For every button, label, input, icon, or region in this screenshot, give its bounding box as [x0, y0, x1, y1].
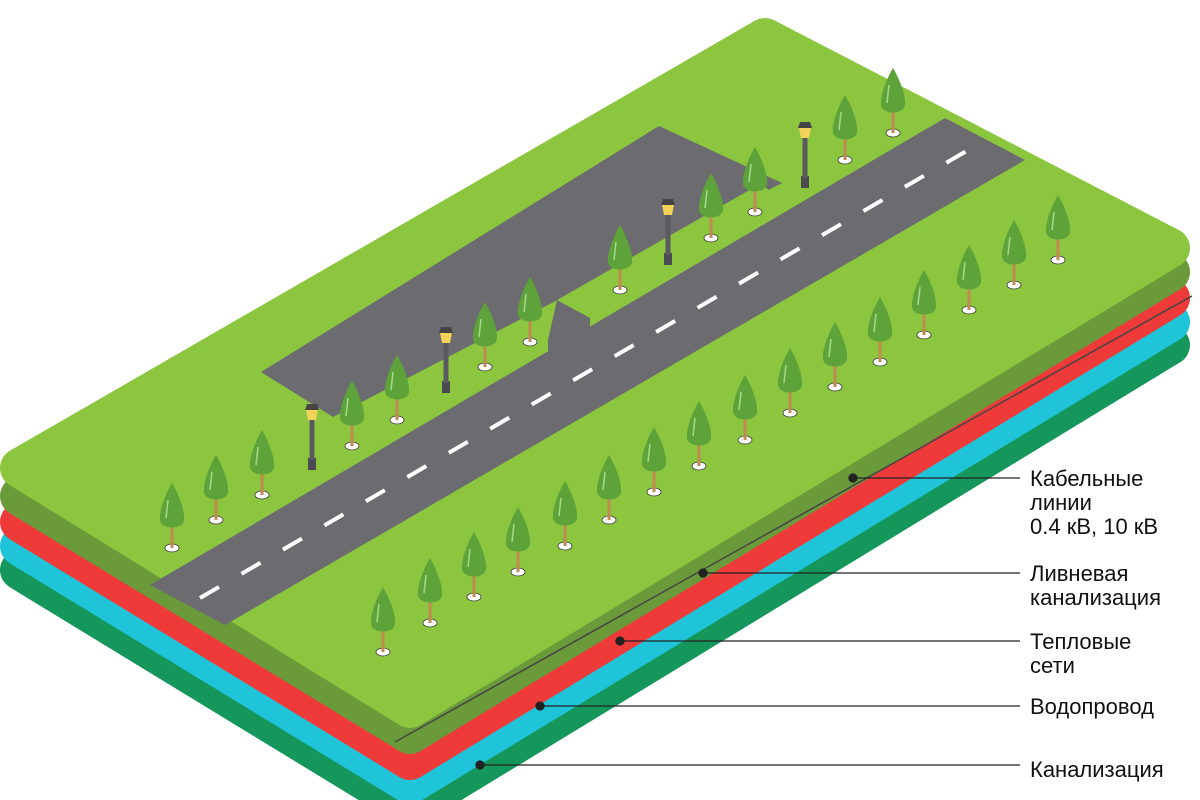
- tree-icon: [698, 173, 724, 243]
- tree-icon: [505, 507, 531, 577]
- tree-icon: [384, 355, 410, 425]
- tree-icon: [867, 297, 893, 367]
- street-lamp-icon: [798, 122, 812, 188]
- tree-icon: [461, 532, 487, 602]
- street-lamp-icon: [439, 327, 453, 393]
- tree-icon: [339, 381, 365, 451]
- tree-icon: [249, 430, 275, 500]
- tree-icon: [686, 401, 712, 471]
- tree-icon: [159, 483, 185, 553]
- label-water-supply: Водопровод: [1030, 694, 1154, 719]
- tree-icon: [203, 455, 229, 525]
- tree-icon: [596, 455, 622, 525]
- tree-icon: [370, 587, 396, 657]
- tree-icon: [517, 277, 543, 347]
- tree-icon: [552, 481, 578, 551]
- tree-icon: [742, 147, 768, 217]
- tree-icon: [1001, 220, 1027, 290]
- tree-icon: [777, 348, 803, 418]
- label-storm-sewer: Ливневая канализация: [1030, 561, 1161, 610]
- parking-lot: [261, 126, 782, 417]
- tree-icon: [1045, 195, 1071, 265]
- tree-icon: [732, 375, 758, 445]
- parking-connector: [548, 300, 590, 356]
- label-cable-lines: Кабельные линии 0.4 кВ, 10 кВ: [1030, 466, 1159, 539]
- tree-icon: [956, 245, 982, 315]
- tree-icon: [822, 322, 848, 392]
- street-lamp-icon: [661, 199, 675, 265]
- label-heat-network: Тепловые сети: [1030, 629, 1132, 678]
- street-lamp-icon: [305, 404, 319, 470]
- tree-icon: [832, 95, 858, 165]
- tree-icon: [911, 270, 937, 340]
- road-center-dashes: [198, 144, 977, 600]
- tree-icon: [641, 427, 667, 497]
- tree-icon: [472, 302, 498, 372]
- cable-line: [394, 295, 1193, 743]
- label-leaders: [475, 473, 1020, 770]
- tree-icon: [607, 225, 633, 295]
- tree-icon: [417, 558, 443, 628]
- label-sewerage: Канализация: [1030, 757, 1164, 782]
- tree-icon: [880, 68, 906, 138]
